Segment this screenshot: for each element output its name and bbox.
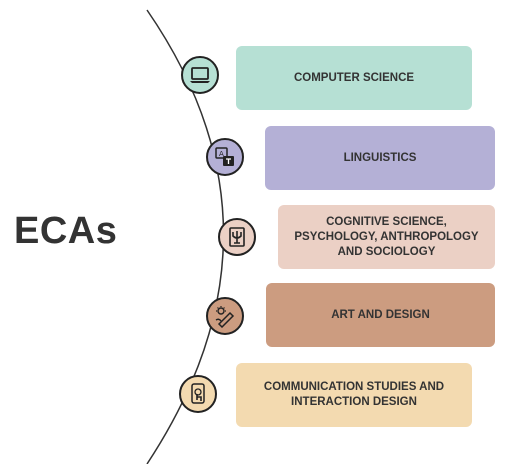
box-label: LINGUISTICS [343, 151, 417, 164]
laptop-icon [190, 67, 210, 83]
bubble-computer-science [181, 56, 219, 94]
svg-text:A: A [219, 150, 224, 158]
box-label: COGNITIVE SCIENCE, PSYCHOLOGY, ANTHROPOL… [294, 215, 479, 258]
box-computer-science: COMPUTER SCIENCE [236, 46, 472, 110]
translate-icon: A [215, 147, 234, 166]
diagram-title: ECAs [14, 210, 118, 252]
box-communication-studies: COMMUNICATION STUDIES AND INTERACTION DE… [236, 363, 472, 427]
brush-icon [215, 306, 235, 328]
bubble-cognitive-science [218, 218, 256, 256]
box-label: ART AND DESIGN [331, 308, 430, 321]
touch-phone-icon [191, 383, 205, 404]
bubble-linguistics: A [206, 138, 244, 176]
box-linguistics: LINGUISTICS [265, 126, 495, 190]
box-label: COMMUNICATION STUDIES AND INTERACTION DE… [263, 381, 445, 408]
bubble-art-and-design [206, 297, 244, 335]
psi-icon [229, 227, 245, 247]
box-cognitive-science: COGNITIVE SCIENCE, PSYCHOLOGY, ANTHROPOL… [278, 205, 495, 269]
box-art-and-design: ART AND DESIGN [266, 283, 495, 347]
box-label: COMPUTER SCIENCE [293, 71, 415, 84]
bubble-communication-studies [179, 375, 217, 413]
